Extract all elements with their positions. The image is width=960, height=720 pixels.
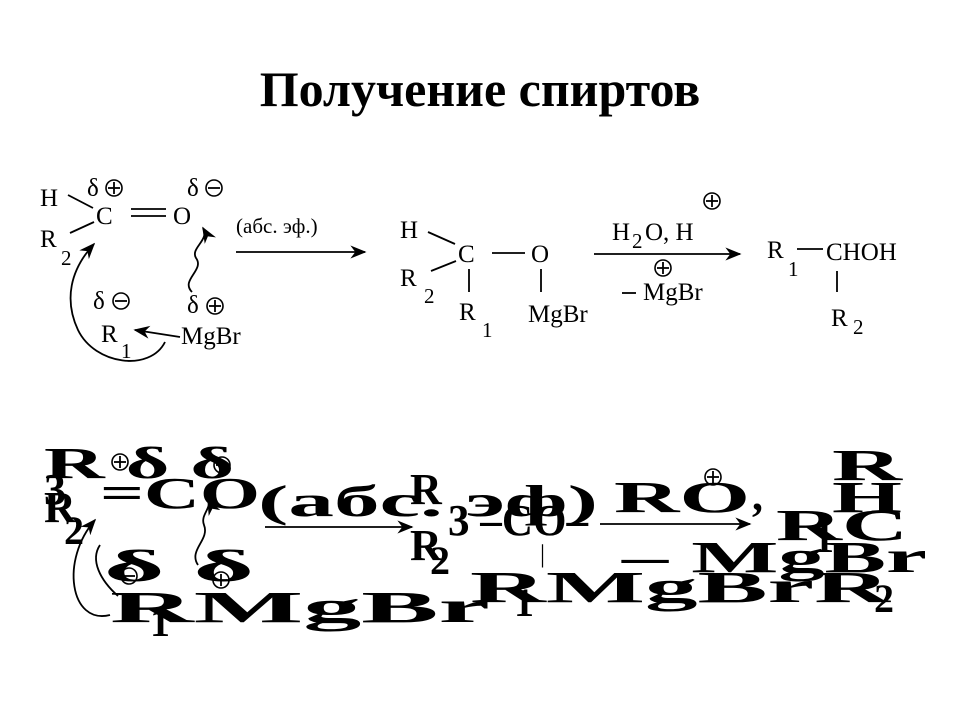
intermediate-r2-sub: 2 [424,284,435,308]
garbled-left-r2: R [44,483,77,532]
hydrolysis-group: H 2 O, H MgBr [594,192,742,306]
garbled-mid: 3 –CO– [448,496,589,545]
hydrolysis-mgbr: MgBr [643,279,703,306]
delta-carbon: δ [87,175,99,202]
garbled-right-h: H [832,473,902,522]
intermediate-carbon: C [458,241,475,268]
negative-charge-icon [120,567,138,585]
product-r2: R [831,305,848,332]
slide-title: Получение спиртов [259,61,701,117]
intermediate-group: H C O R 2 R 1 MgBr [400,217,588,342]
garbled-left-2: 2 [64,508,84,553]
garbled-comma: , [752,471,763,520]
garbled-right-r: R [832,441,905,490]
product-chohr: CHOH [826,239,897,266]
arrow-o-to-mg-icon [187,226,216,293]
positive-charge-icon [654,259,672,277]
garbled-r2mid: R [410,521,443,570]
condition-label: (абс. эф.) [236,214,318,238]
delta-oxygen: δ [187,175,199,202]
garbled-scheme: R δ δ 3 =CO (абс. эф) R R 2 3 –CO– RO , … [44,439,927,645]
grignard-r1-sub: 1 [121,339,132,363]
negative-charge-icon [213,456,231,474]
hydrolysis-reagent: O, H [645,219,694,246]
bond-r2-c [69,221,95,234]
garbled-bottom-r2: 2 [874,576,894,621]
negative-charge-icon [205,179,223,197]
garbled-left-2b: 2 [430,538,450,583]
reactant-r2-sub: 2 [61,246,72,270]
garbled-condition: (абс. эф) [258,477,598,526]
product-r1: R [767,237,784,264]
positive-charge-icon [704,468,722,486]
bond-r2-c-2 [430,260,457,272]
bond-h-c-2 [427,231,456,245]
intermediate-r1-sub: 1 [482,318,493,342]
positive-charge-icon [212,571,230,589]
garbled-r-mgbr-mid: RMgBrR [470,563,893,612]
hydrolysis-h2o-sub: 2 [632,229,643,253]
reactant-r2: R [40,226,57,253]
intermediate-h: H [400,217,418,244]
garbled-bottom: RMgBr [110,583,490,632]
arrow-r1-to-c-icon [69,242,166,362]
positive-charge-icon [105,179,123,197]
intermediate-r2: R [400,265,417,292]
positive-charge-icon [206,297,224,315]
garbled-co: =CO [100,469,260,518]
garbled-row1b: 3 [44,465,66,514]
garbled-rc: RC [776,501,908,550]
bond-h-c [67,194,94,209]
garbled-arrow-o-icon [194,498,221,566]
garbled-ro: RO [614,473,750,522]
arrow-mgbr-to-r1-icon [133,325,181,339]
hydrolysis-h: H [612,219,630,246]
product-r1-sub: 1 [788,257,799,281]
garbled-bottom-sub: 1 [150,600,170,645]
grignard-mgbr: MgBr [181,323,241,350]
garbled-minus-mgbr: – MgBr [620,533,927,582]
reactant-carbon: C [96,203,113,230]
garbled-arrow-r1-icon [72,518,111,617]
delta-r1: δ [93,288,105,315]
reactant-h: H [40,185,58,212]
grignard-r1: R [101,321,118,348]
positive-charge-icon [703,192,721,210]
garbled-r: R [410,465,443,514]
positive-charge-icon [111,453,129,471]
reactant-group: H C O R 2 δ δ δ δ R 1 MgBr [40,175,241,363]
intermediate-mgbr: MgBr [528,301,588,328]
negative-charge-icon [112,292,130,310]
garbled-row1: R δ δ [44,439,234,488]
reactant-oxygen: O [173,203,191,230]
intermediate-oxygen: O [531,241,549,268]
delta-mgbr: δ [187,292,199,319]
product-group: R 1 CHOH R 2 [767,237,897,339]
garbled-bar: | [540,541,545,568]
product-r2-sub: 2 [853,315,864,339]
intermediate-r1: R [459,299,476,326]
garbled-sub1: 1 [814,516,834,561]
garbled-curve-icon [95,544,119,597]
garbled-r1-mid: 1 [514,580,534,625]
